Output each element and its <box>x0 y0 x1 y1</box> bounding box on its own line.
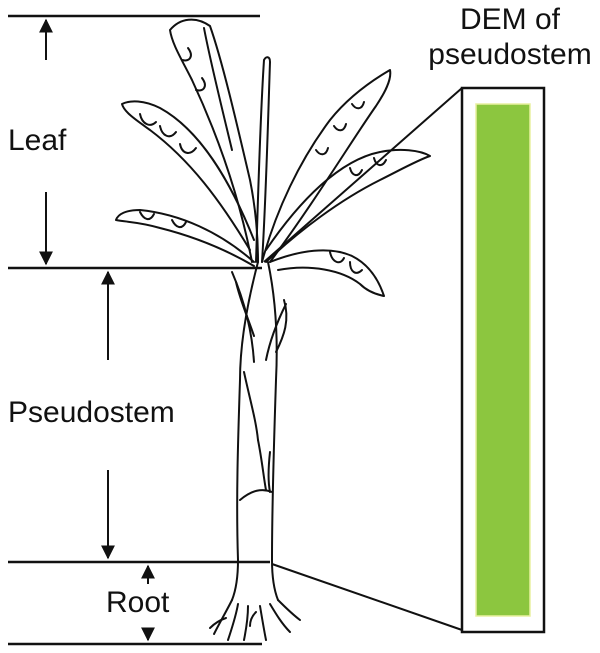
dem-projection-top <box>263 87 463 263</box>
dem-title: DEM of pseudostem <box>420 2 600 72</box>
plant-pseudostem <box>231 261 288 601</box>
plant-roots <box>209 599 301 641</box>
leaf-label: Leaf <box>8 124 67 157</box>
pseudostem-label: Pseudostem <box>8 396 175 429</box>
dem-title-line-1: DEM of <box>459 3 561 36</box>
dem-pseudostem-image <box>475 103 531 617</box>
plant-leaves <box>115 18 431 297</box>
dem-projection-bottom <box>271 563 463 631</box>
root-label: Root <box>106 586 170 619</box>
dem-title-line-2: pseudostem <box>428 38 592 71</box>
